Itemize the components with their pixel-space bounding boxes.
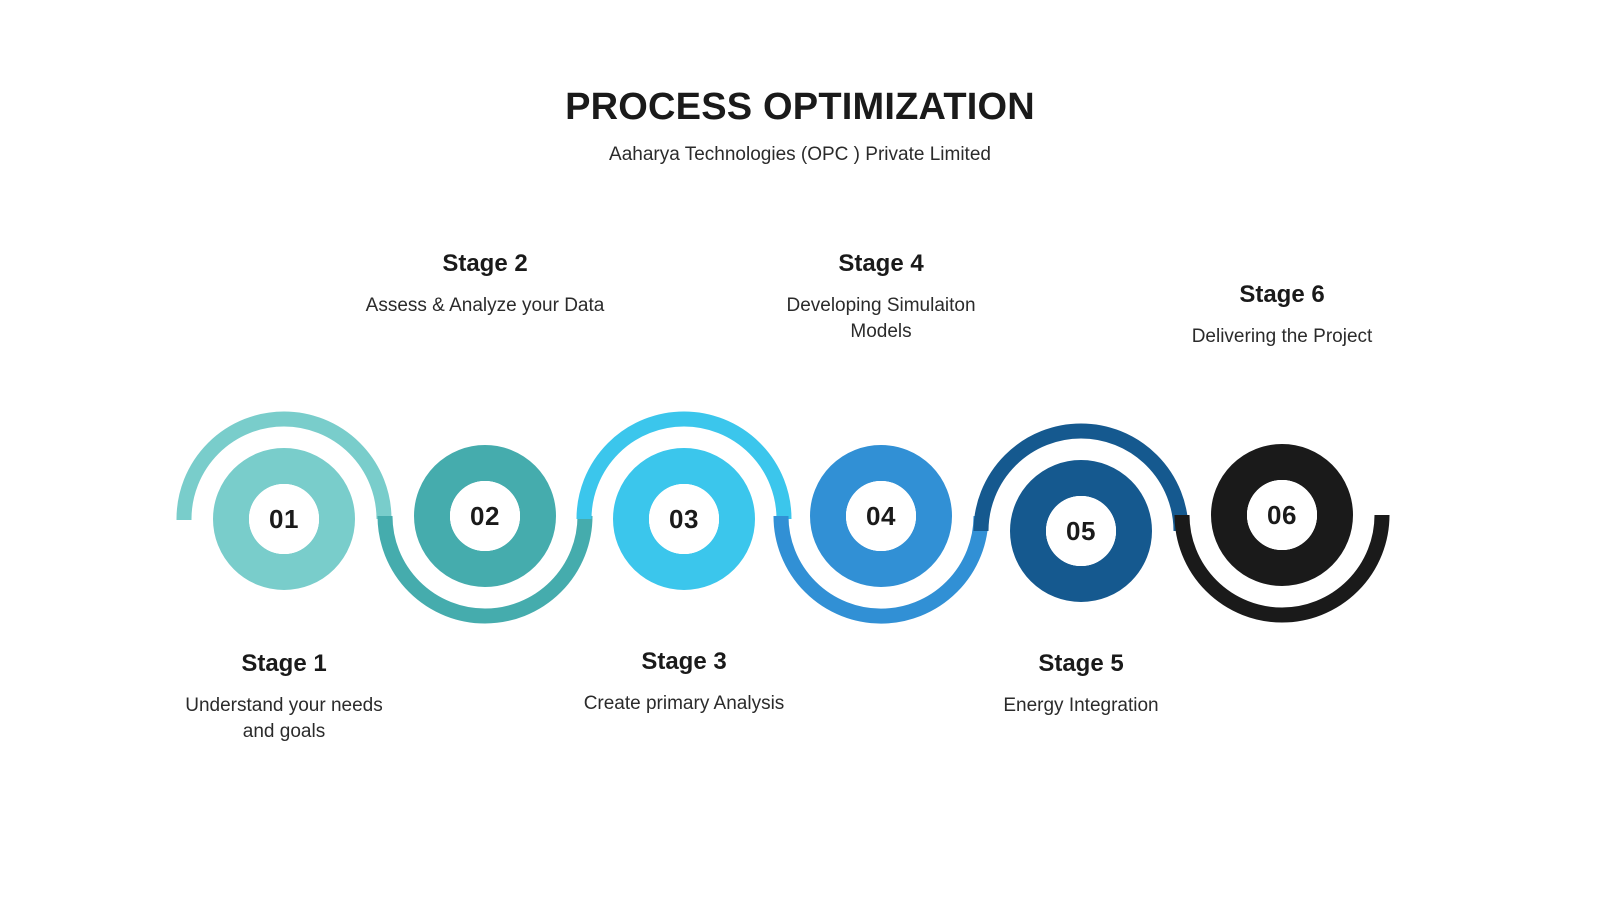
stage-label-06: Stage 6 Delivering the Project (1132, 281, 1432, 350)
header: PROCESS OPTIMIZATION Aaharya Technologie… (0, 86, 1600, 166)
stage-title-02: Stage 2 (442, 250, 528, 277)
stage-label-05: Stage 5 Energy Integration (931, 650, 1231, 719)
stage-label-03: Stage 3 Create primary Analysis (534, 648, 834, 717)
stage-node-01[interactable]: 01 (249, 484, 319, 554)
stage-description-01: Understand your needs and goals (185, 694, 383, 743)
stage-number-05: 05 (1066, 516, 1096, 546)
stage-number-04: 04 (866, 501, 896, 531)
stage-label-04: Stage 4 Developing Simulaiton Models (731, 250, 1031, 345)
stage-number-03: 03 (669, 504, 699, 534)
stage-description-02: Assess & Analyze your Data (365, 294, 605, 316)
stage-title-03: Stage 3 (641, 648, 727, 675)
stage-title-01: Stage 1 (241, 650, 327, 677)
stage-node-03[interactable]: 03 (649, 484, 719, 554)
stage-title-05: Stage 5 (1038, 650, 1124, 677)
page-title: PROCESS OPTIMIZATION (565, 86, 1035, 128)
stage-number-01: 01 (269, 504, 299, 534)
stage-description-05: Energy Integration (1003, 694, 1159, 716)
stage-node-02[interactable]: 02 (450, 481, 520, 551)
stage-number-06: 06 (1267, 500, 1297, 530)
page-subtitle: Aaharya Technologies (OPC ) Private Limi… (609, 143, 991, 165)
stage-node-06[interactable]: 06 (1247, 480, 1317, 550)
stage-node-05[interactable]: 05 (1046, 496, 1116, 566)
stage-title-04: Stage 4 (838, 250, 924, 277)
stage-description-04: Developing Simulaiton Models (786, 294, 976, 343)
stage-description-03: Create primary Analysis (583, 692, 785, 714)
stage-node-04[interactable]: 04 (846, 481, 916, 551)
stage-title-06: Stage 6 (1239, 281, 1325, 308)
stage-description-06: Delivering the Project (1191, 325, 1373, 347)
stage-label-01: Stage 1 Understand your needs and goals (134, 650, 434, 745)
stage-label-02: Stage 2 Assess & Analyze your Data (335, 250, 635, 319)
stage-number-02: 02 (470, 501, 500, 531)
